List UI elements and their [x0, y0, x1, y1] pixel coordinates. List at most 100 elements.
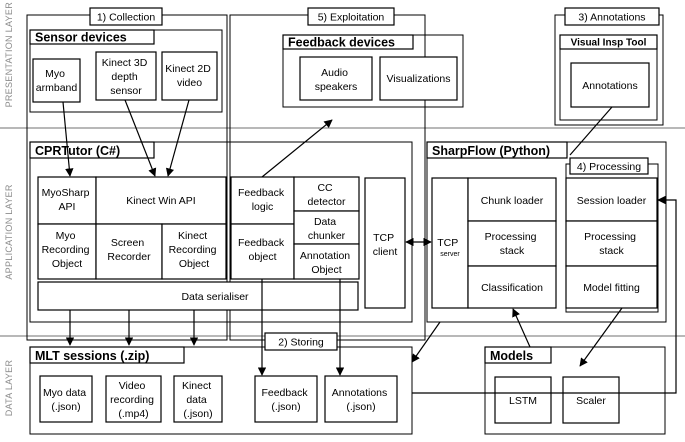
models-tab [484, 346, 552, 364]
arrow-kinect2d-to-kinectwin [165, 99, 190, 177]
mlt-sessions-frame [29, 346, 413, 435]
scaler-label: Scaler [576, 395, 606, 407]
myo-armband-label: Myo armband [36, 68, 78, 94]
scaler-box [562, 376, 620, 424]
data-serialiser-label: Data serialiser [181, 291, 249, 303]
annotations-json-box [324, 375, 398, 423]
kinect-2d-box [161, 51, 218, 101]
arrow-models-to-classification [512, 308, 531, 348]
data-chunker-box [293, 210, 360, 245]
annotation-object-label: Annotation Object [300, 250, 353, 276]
data-serialiser-box [37, 281, 359, 311]
storing-phase-label: 2) Storing [278, 337, 324, 349]
tcp-client-box [364, 177, 406, 309]
session-loader-label: Session loader [577, 195, 647, 207]
screen-recorder-box [95, 223, 163, 280]
storing-tab [264, 332, 338, 351]
collection-tab [89, 7, 163, 26]
chunk-loader-label: Chunk loader [481, 195, 544, 207]
session-loader-box [565, 177, 658, 222]
processing-stack-2-label: Processing stack [584, 231, 639, 257]
processing-stack-label: Processing stack [485, 231, 540, 257]
visualizations-box [379, 56, 458, 101]
processing-stack-box [467, 220, 557, 267]
kinect-recording-object-box [161, 223, 227, 280]
annotations-tab [564, 7, 660, 26]
annotations-json-label: Annotations (.json) [332, 387, 390, 413]
screen-recorder-label: Screen Recorder [107, 237, 151, 263]
lstm-label: LSTM [509, 395, 537, 407]
visualizations-label: Visualizations [386, 73, 450, 85]
feedback-object-label: Feedback object [238, 237, 287, 263]
annotations-tool-box [570, 62, 650, 108]
visual-insp-tab [559, 34, 658, 50]
arrow-annotations-to-sharpflow [569, 106, 613, 156]
processing-phase-label: 4) Processing [577, 161, 641, 173]
kinect-win-api-label: Kinect Win API [126, 195, 195, 207]
video-recording-box [105, 375, 162, 423]
arrow-kinect3d-to-kinectwin [124, 99, 157, 177]
arrow-myo-to-myosharp [62, 101, 74, 177]
feedback-object-box [230, 223, 295, 280]
visual-insp-title: Visual Insp Tool [571, 38, 647, 49]
kinect-3d-label: Kinect 3D depth sensor [102, 57, 150, 97]
video-recording-label: Video recording (.mp4) [110, 380, 157, 420]
audio-speakers-label: Audio speakers [315, 67, 358, 93]
cprtutor-frame [29, 141, 413, 323]
feedback-devices-title: Feedback devices [288, 36, 395, 50]
model-fitting-label: Model fitting [583, 282, 640, 294]
chunk-loader-box [467, 177, 557, 222]
application-layer-label: APPLICATION LAYER [4, 184, 14, 279]
classification-box [467, 265, 557, 309]
feedback-json-label: Feedback (.json) [261, 387, 310, 413]
annotation-object-box [293, 243, 360, 280]
data-chunker-label: Data chunker [308, 216, 346, 242]
kinect-data-box [173, 375, 223, 423]
myosharp-api-label: MyoSharp API [42, 187, 93, 213]
cprtutor-title: CPRTutor (C#) [35, 144, 120, 158]
cc-detector-label: CC detector [308, 182, 346, 208]
tcp-server-box [431, 177, 469, 309]
arrow-mlt-to-session-loader [412, 195, 677, 394]
classification-label: Classification [481, 282, 543, 294]
presentation-layer-label: PRESENTATION LAYER [4, 2, 14, 108]
kinect-2d-label: Kinect 2D video [165, 63, 213, 89]
models-frame [484, 346, 666, 435]
mlt-sessions-tab [29, 346, 185, 364]
feedback-logic-label: Feedback logic [238, 187, 287, 213]
tcp-client-label: TCP client [373, 232, 398, 258]
lstm-box [494, 376, 552, 424]
tcp-server-label: TCP server [437, 233, 462, 258]
cprtutor-tab [29, 141, 155, 159]
cc-detector-box [293, 176, 360, 212]
processing-tab [569, 157, 649, 175]
kinect-win-api-box [95, 176, 227, 225]
sensor-devices-title: Sensor devices [35, 31, 127, 45]
model-fitting-box [565, 265, 658, 309]
exploitation-phase-label: 5) Exploitation [318, 12, 385, 24]
arrow-sharpflow-to-mlt [411, 321, 441, 363]
exploitation-tab [307, 7, 395, 26]
kinect-3d-box [95, 51, 157, 101]
kinect-recording-object-label: Kinect Recording Object [169, 230, 220, 270]
arrow-feedback-logic-to-devices [261, 119, 333, 178]
annotations-tool-label: Annotations [582, 80, 637, 92]
feedback-json-box [254, 375, 318, 423]
collection-phase-label: 1) Collection [97, 12, 156, 24]
models-title: Models [490, 349, 533, 363]
annotations-phase-label: 3) Annotations [578, 12, 645, 24]
sensor-devices-tab [29, 29, 155, 45]
myo-data-box [39, 375, 93, 423]
myo-armband-box [32, 58, 81, 103]
myo-recording-object-label: Myo Recording Object [42, 230, 93, 270]
processing-stack-2-box [565, 220, 658, 267]
sharpflow-title: SharpFlow (Python) [432, 144, 550, 158]
feedback-devices-tab [282, 34, 414, 50]
data-layer-label: DATA LAYER [4, 360, 14, 417]
audio-speakers-box [299, 56, 373, 101]
myo-data-label: Myo data (.json) [43, 387, 89, 413]
arrow-model-fitting-to-models [579, 307, 623, 367]
kinect-data-label: Kinect data (.json) [182, 380, 214, 420]
sharpflow-tab [426, 141, 568, 159]
